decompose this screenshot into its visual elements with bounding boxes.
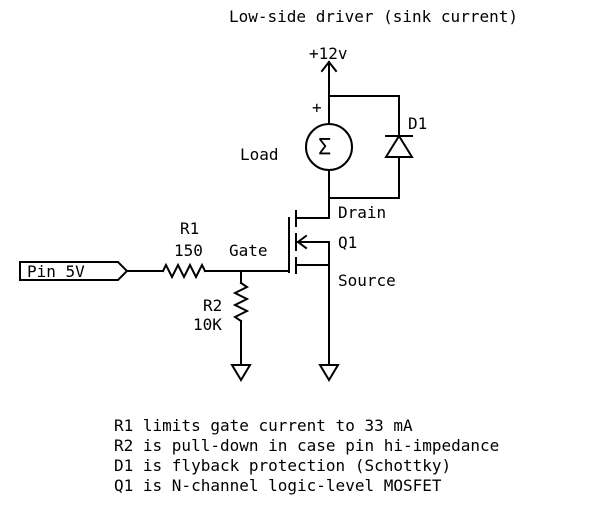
input-pin [19,261,129,281]
load-label: Load [240,145,279,164]
supply-label: +12v [309,44,348,63]
r1-value-label: 150 [174,241,203,260]
d1-label: D1 [408,114,427,133]
note-r2: R2 is pull-down in case pin hi-impedance [114,436,499,455]
sigma-icon: Σ [318,135,331,160]
diagram-title: Low-side driver (sink current) [229,7,518,26]
mosfet-q1 [288,210,330,274]
gate-label: Gate [229,241,268,260]
ground-source [318,264,340,382]
note-r1: R1 limits gate current to 33 mA [114,416,413,435]
q1-label: Q1 [338,233,357,252]
input-pin-label: Pin 5V [27,262,85,281]
drain-label: Drain [338,203,386,222]
wire-top-rail [328,95,400,137]
r1-name-label: R1 [180,219,199,238]
r2-value-label: 10K [193,315,222,334]
resistor-r1 [161,262,207,280]
ground-r2 [230,320,252,382]
load-plus-sign: + [312,98,322,117]
wire-drain-node [328,191,400,219]
load-symbol [305,95,353,199]
note-d1: D1 is flyback protection (Schottky) [114,456,451,475]
source-label: Source [338,271,396,290]
resistor-r2 [232,281,250,323]
r2-name-label: R2 [203,296,222,315]
note-q1: Q1 is N-channel logic-level MOSFET [114,476,442,495]
diode-d1 [384,134,414,193]
supply-arrow [320,60,338,97]
